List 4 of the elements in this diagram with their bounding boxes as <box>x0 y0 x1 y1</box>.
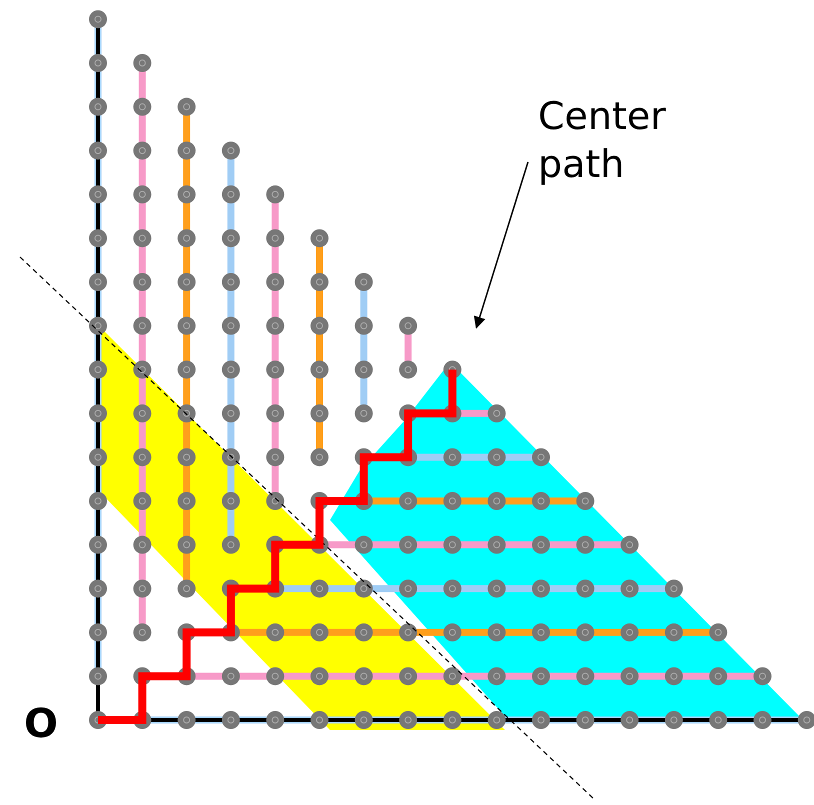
center-path <box>98 370 456 724</box>
leader-arrow <box>474 162 529 329</box>
origin-label: O <box>24 702 58 746</box>
callout-text: Center path <box>538 92 708 188</box>
